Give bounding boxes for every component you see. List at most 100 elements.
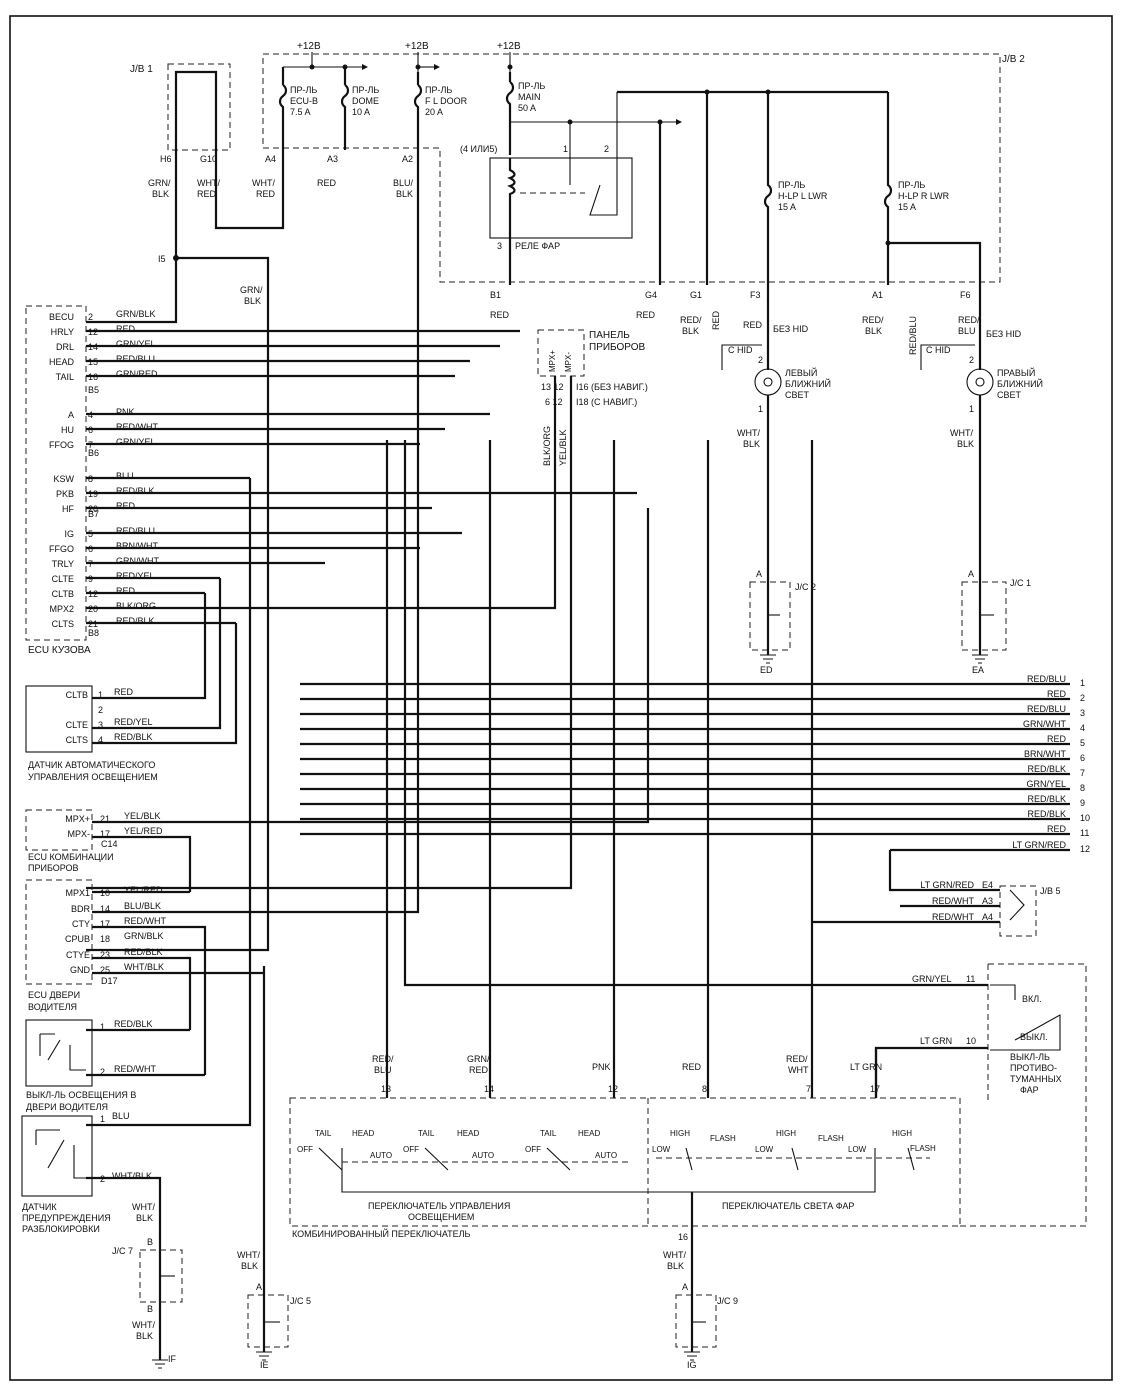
junction-jc5: J/C 5 A WHT/BLK IE bbox=[237, 966, 311, 1370]
body-ecu-pin-number: 2 bbox=[88, 312, 93, 322]
body-ecu: ECU КУЗОВА bbox=[25, 305, 91, 656]
combo-ecu-pin-number: 21 bbox=[100, 814, 110, 824]
body-ecu-wire-color: BLK/ORG bbox=[116, 601, 156, 611]
right-list-number: 3 bbox=[1080, 708, 1085, 718]
jb5-wire bbox=[888, 850, 1000, 892]
junction-jc2: A J/C 2 ED bbox=[749, 569, 816, 675]
svg-text:WHT/BLK: WHT/BLK bbox=[132, 1320, 155, 1341]
door-switch-wire-color: RED/WHT bbox=[114, 1064, 156, 1074]
jb2-label: J/B 2 bbox=[1002, 54, 1025, 65]
door-ecu-pin-number: 23 bbox=[100, 950, 110, 960]
light-sensor-pin-number: 1 bbox=[98, 690, 103, 700]
body-ecu-pin-head: HEAD bbox=[49, 357, 75, 367]
svg-text:A: A bbox=[256, 1282, 262, 1292]
right-list-number: 5 bbox=[1080, 738, 1085, 748]
body-ecu-pin-drl: DRL bbox=[56, 342, 74, 352]
light-sensor-pin: CLTB bbox=[66, 690, 88, 700]
body-ecu-pin-mpx2: MPX2 bbox=[49, 604, 74, 614]
svg-text:A2: A2 bbox=[402, 154, 413, 164]
door-ecu-pin-number: 17 bbox=[100, 919, 110, 929]
svg-text:6 12: 6 12 bbox=[545, 397, 563, 407]
right-list-number: 12 bbox=[1080, 844, 1090, 854]
switch-pos-off: OFF bbox=[297, 1145, 313, 1154]
door-ecu-wire bbox=[92, 925, 207, 1075]
light-sensor-pin-number: 4 bbox=[98, 735, 103, 745]
door-ecu-pin-number: 25 bbox=[100, 965, 110, 975]
door-ecu-wire-color: BLU/BLK bbox=[124, 901, 161, 911]
body-ecu-wire-color: RED/BLK bbox=[116, 616, 155, 626]
door-ecu-pin: CTYE bbox=[66, 950, 90, 960]
svg-text:RED/BLU: RED/BLU bbox=[958, 315, 980, 336]
switch-lever bbox=[546, 1147, 571, 1171]
junction-jc7: J/C 7 B B WHT/BLK IF bbox=[112, 1237, 183, 1369]
svg-text:С HID: С HID bbox=[728, 345, 753, 355]
body-ecu-connector: B5 bbox=[88, 385, 99, 395]
right-list-color: RED/BLU bbox=[1027, 704, 1066, 714]
jb5-pin: A4 bbox=[982, 912, 993, 922]
body-ecu-pin-hf: HF bbox=[62, 504, 74, 514]
switch-pos-high: HIGH bbox=[776, 1129, 796, 1138]
door-switch-pin: 2 bbox=[100, 1067, 105, 1077]
svg-text:2: 2 bbox=[604, 144, 609, 154]
switch-pos-tail: TAIL bbox=[540, 1129, 557, 1138]
combo-switch-wire-color: GRN/ bbox=[467, 1054, 490, 1064]
right-list-color: BRN/WHT bbox=[1024, 749, 1066, 759]
door-ecu-wire bbox=[92, 150, 420, 914]
switch-lever bbox=[791, 1147, 799, 1171]
door-ecu-pin-number: 14 bbox=[100, 904, 110, 914]
door-ecu-wire-color: RED/WHT bbox=[124, 916, 166, 926]
body-ecu-wire-color: RED/BLU bbox=[116, 354, 155, 364]
combo-ecu-wire-color: YEL/RED bbox=[124, 826, 163, 836]
svg-text:КОМБИНИРОВАННЫЙ ПЕРЕКЛЮЧАТЕЛЬ: КОМБИНИРОВАННЫЙ ПЕРЕКЛЮЧАТЕЛЬ bbox=[292, 1228, 471, 1239]
junction-jc9: J/C 9 A IG 16 WHT/BLK bbox=[663, 1226, 738, 1370]
svg-text:IE: IE bbox=[260, 1360, 269, 1370]
switch-pos-high: HIGH bbox=[670, 1129, 690, 1138]
svg-text:С HID: С HID bbox=[926, 345, 951, 355]
right-list-color: RED bbox=[1047, 689, 1067, 699]
right-list-number: 9 bbox=[1080, 798, 1085, 808]
svg-text:H6: H6 bbox=[160, 154, 172, 164]
combo-switch-wire-color: LT GRN bbox=[850, 1062, 882, 1072]
svg-text:I5: I5 bbox=[158, 254, 166, 264]
svg-text:A: A bbox=[682, 1282, 688, 1292]
body-ecu-wire-color: PNK bbox=[116, 407, 135, 417]
svg-text:RED/BLU: RED/BLU bbox=[908, 316, 918, 355]
right-list-color: GRN/YEL bbox=[1026, 779, 1066, 789]
svg-text:RED: RED bbox=[490, 310, 510, 320]
body-ecu-wire-color: BLU bbox=[116, 471, 134, 481]
jb5-color: RED/WHT bbox=[932, 912, 974, 922]
door-ecu-pin: CTY bbox=[72, 919, 90, 929]
supply-label-3: +12В bbox=[497, 41, 521, 52]
svg-text:11: 11 bbox=[966, 974, 975, 984]
svg-text:WHT/BLK: WHT/BLK bbox=[663, 1250, 686, 1271]
svg-text:1: 1 bbox=[563, 144, 568, 154]
combo-switch-wire-color: RED bbox=[682, 1062, 702, 1072]
jb1-outline bbox=[167, 63, 231, 151]
light-sensor-pin: CLTS bbox=[66, 735, 88, 745]
svg-text:G4: G4 bbox=[645, 290, 657, 300]
headlight-relay bbox=[489, 157, 633, 239]
body-ecu-wire-color: RED bbox=[116, 586, 136, 596]
light-sensor-wire bbox=[92, 578, 222, 730]
body-ecu-wire-color: RED/YEL bbox=[116, 571, 155, 581]
unlock-sensor-wire-color: WHT/BLK bbox=[112, 1171, 152, 1181]
right-list-number: 10 bbox=[1080, 813, 1090, 823]
combo-ecu-pin-number: 17 bbox=[100, 829, 110, 839]
right-list-color: LT GRN/RED bbox=[1012, 840, 1066, 850]
body-ecu-pin-ksw: KSW bbox=[53, 474, 74, 484]
light-sensor-wire bbox=[92, 593, 207, 700]
svg-text:A1: A1 bbox=[872, 290, 883, 300]
unlock-sensor-wire bbox=[86, 478, 252, 1127]
svg-text:2: 2 bbox=[758, 355, 763, 365]
light-sensor-pin-number: 2 bbox=[98, 705, 103, 715]
body-ecu-connector: B6 bbox=[88, 448, 99, 458]
unlock-sensor-wire-color: BLU bbox=[112, 1111, 130, 1121]
svg-text:2: 2 bbox=[969, 355, 974, 365]
